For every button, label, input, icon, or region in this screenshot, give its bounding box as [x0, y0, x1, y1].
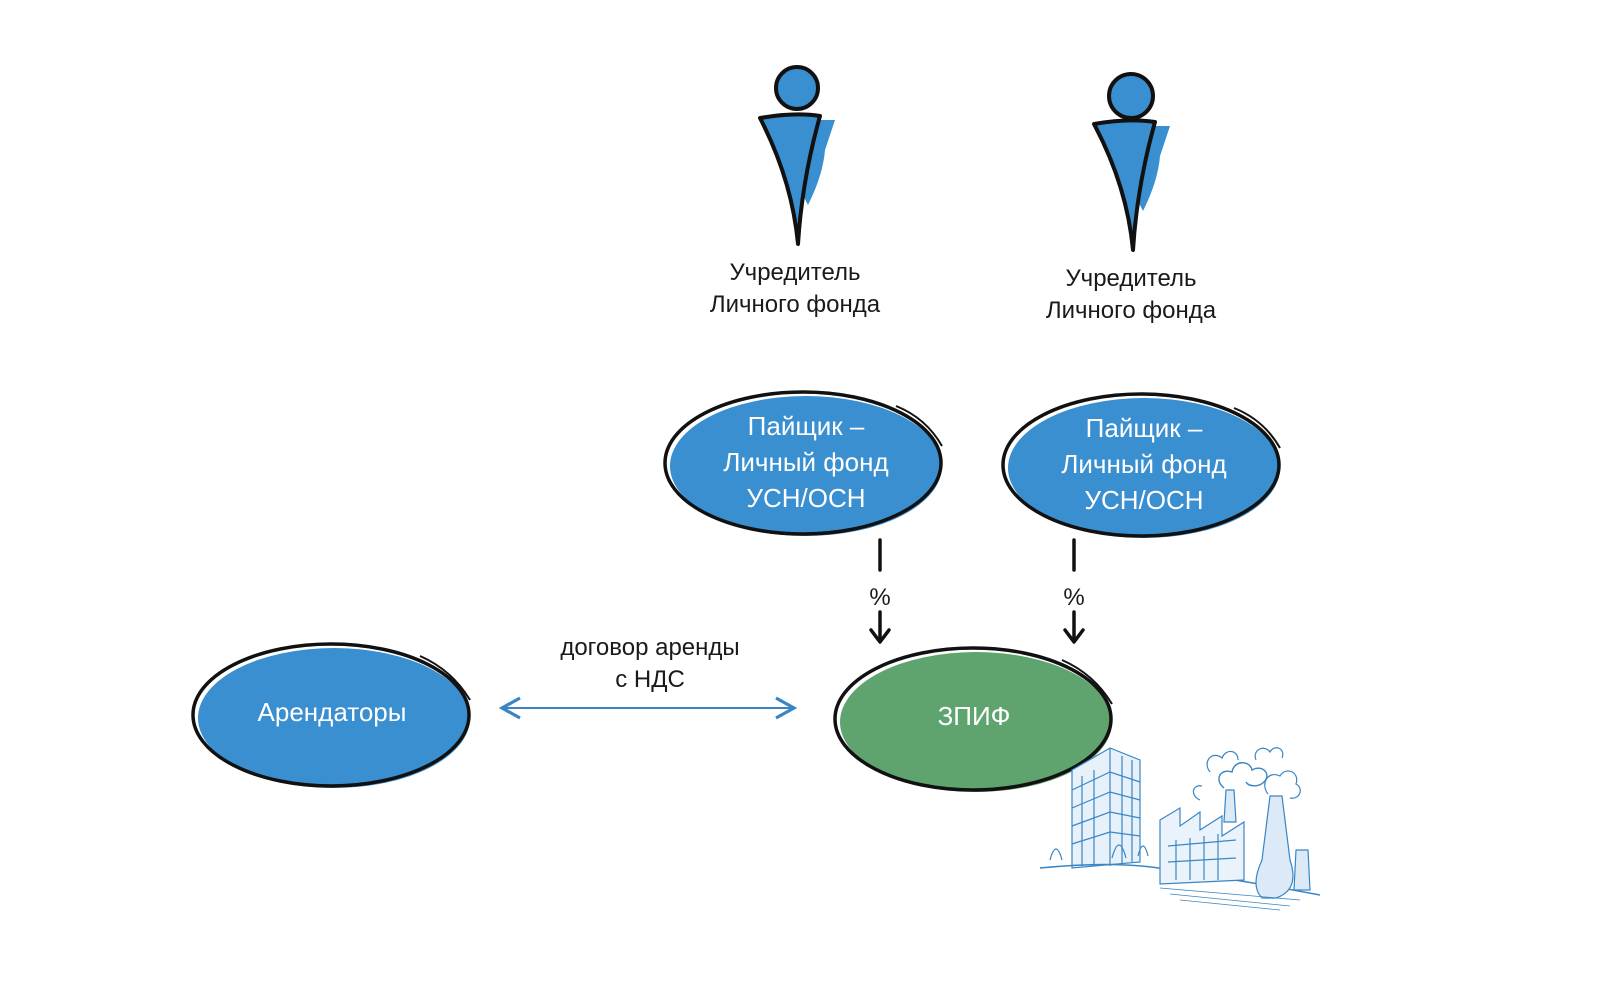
shareholder-1-line3: УСН/ОСН [746, 483, 865, 513]
flow-2-label: % [1063, 584, 1084, 611]
shareholder-1-line2: Личный фонд [723, 447, 888, 477]
shareholder-1-line1: Пайщик – [748, 411, 865, 441]
person-icon [758, 65, 835, 246]
lease-label-line1: договор аренды [560, 634, 739, 661]
founder-1: Учредитель Личного фонда [710, 65, 881, 318]
flow-arrow-1: % [869, 538, 891, 644]
tenants-node: Арендаторы [191, 642, 471, 788]
shareholder-node-2: Пайщик – Личный фонд УСН/ОСН [1001, 392, 1281, 538]
founder-2-label-line2: Личного фонда [1046, 297, 1217, 324]
flow-arrow-2: % [1063, 538, 1085, 644]
lease-connector: договор аренды с НДС [498, 634, 798, 720]
person-icon [1092, 72, 1170, 252]
shareholder-2-line3: УСН/ОСН [1084, 485, 1203, 515]
lease-label-line2: с НДС [615, 666, 685, 693]
founder-1-label-line1: Учредитель [729, 259, 860, 286]
founder-2: Учредитель Личного фонда [1046, 72, 1217, 324]
flow-1-label: % [869, 584, 890, 611]
buildings-sketch-icon [1039, 747, 1321, 911]
shareholder-node-1: Пайщик – Личный фонд УСН/ОСН [663, 390, 943, 536]
founder-2-label-line1: Учредитель [1065, 265, 1196, 292]
shareholder-2-line1: Пайщик – [1086, 413, 1203, 443]
fund-node: ЗПИФ [833, 646, 1113, 792]
fund-label: ЗПИФ [938, 701, 1011, 731]
founder-1-label-line2: Личного фонда [710, 291, 881, 318]
shareholder-2-line2: Личный фонд [1061, 449, 1226, 479]
tenants-label: Арендаторы [258, 697, 407, 727]
